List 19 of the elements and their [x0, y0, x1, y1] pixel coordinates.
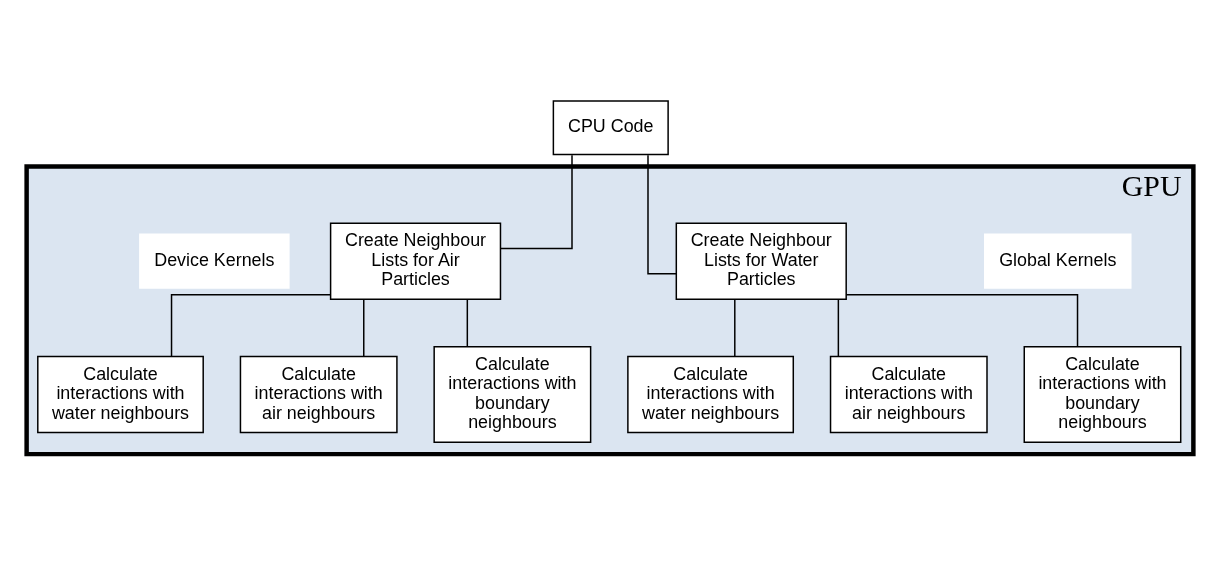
connector [647, 154, 677, 275]
node-box: Device Kernels [139, 233, 290, 289]
connector [845, 293, 1079, 348]
connector [499, 154, 573, 250]
node-box: Calculate interactions with water neighbours [627, 355, 795, 434]
node-box: Calculate interactions with boundary neighbours [433, 346, 592, 443]
node-box: CPU Code [552, 100, 669, 156]
node-box: Create Neighbour Lists for Water Particles [675, 222, 847, 300]
node-box: Calculate interactions with air neighbours [829, 355, 988, 434]
connector [466, 299, 469, 348]
node-box: Calculate interactions with boundary neighbours [1023, 346, 1182, 443]
node-box: Create Neighbour Lists for Air Particles [329, 222, 502, 300]
connector [170, 293, 331, 357]
connector [363, 299, 365, 358]
node-box: Global Kernels [984, 233, 1132, 289]
connector [734, 299, 736, 358]
node-box: Calculate interactions with air neighbours [239, 355, 398, 434]
connector [837, 299, 840, 358]
node-box: Calculate interactions with water neighbours [37, 355, 204, 434]
